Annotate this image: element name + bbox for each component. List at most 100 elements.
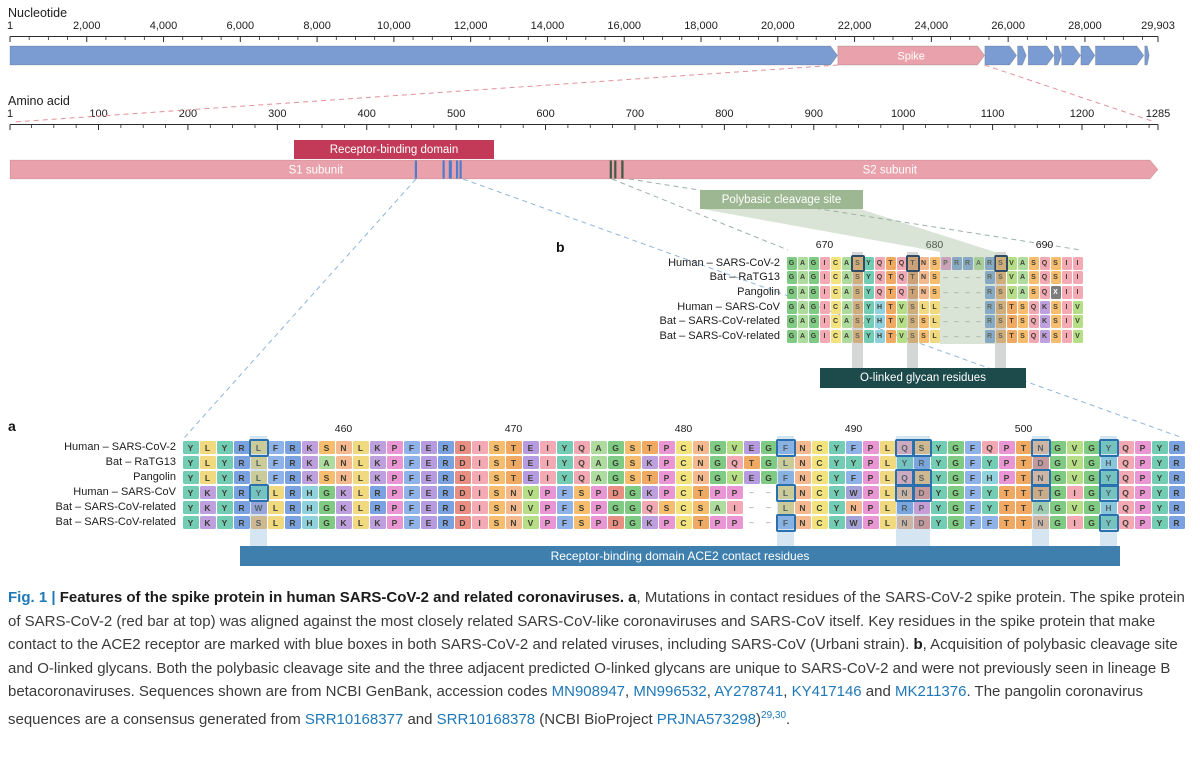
sequence-row-label: Bat – SARS-CoV-related [55, 501, 176, 513]
residue-cell: R [896, 500, 913, 515]
accession-link[interactable]: SRR10168377 [304, 710, 404, 728]
residue-cell: G [786, 329, 797, 343]
residue-cell: N [335, 440, 352, 455]
gap-cell: – [954, 302, 959, 312]
residue-cell: Q [874, 256, 885, 270]
residue-cell: E [420, 485, 437, 500]
residue-cell: F [267, 440, 284, 455]
residue-cell: H [301, 500, 318, 515]
residue-cell: V [522, 515, 539, 530]
residue-cell: P [658, 470, 675, 485]
residue-cell: Y [1151, 440, 1168, 455]
residue-cell: Q [573, 455, 590, 470]
position-tick-label: 500 [1014, 423, 1033, 435]
residue-cell: R [233, 485, 250, 500]
caption-text: (NCBI BioProject [535, 710, 657, 728]
residue-cell: Y [182, 485, 199, 500]
residue-cell: S [488, 515, 505, 530]
caption-text: b [913, 636, 923, 653]
sequence-row-label: Pangolin [737, 286, 780, 298]
residue-cell: Y [216, 470, 233, 485]
residue-cell: T [692, 515, 709, 530]
residue-cell: P [862, 515, 879, 530]
accession-link[interactable]: MK211376 [895, 683, 967, 700]
residue-cell: L [199, 470, 216, 485]
residue-cell: A [1032, 500, 1049, 515]
gap-cell: – [766, 488, 771, 497]
accession-link[interactable]: KY417146 [791, 683, 862, 700]
residue-cell: S [852, 271, 863, 285]
residue-cell: A [797, 256, 808, 270]
residue-cell: K [301, 455, 318, 470]
gap-cell: – [749, 518, 754, 527]
residue-cell: F [267, 455, 284, 470]
gap-cell: – [943, 273, 948, 283]
residue-cell: I [1072, 271, 1083, 285]
residue-cell: G [318, 500, 335, 515]
residue-cell: D [454, 515, 471, 530]
accession-link[interactable]: SRR10168378 [436, 710, 536, 728]
residue-cell: Y [182, 470, 199, 485]
residue-cell: C [830, 285, 841, 300]
residue-cell: C [675, 440, 692, 455]
residue-cell: C [675, 455, 692, 470]
residue-cell: S [995, 256, 1006, 270]
reference-superscript-link[interactable]: 29,30 [761, 709, 787, 721]
residue-cell: R [233, 500, 250, 515]
residue-cell: V [1072, 315, 1083, 329]
residue-cell: F [777, 515, 794, 530]
residue-cell: C [830, 300, 841, 314]
residue-cell: Q [1117, 440, 1134, 455]
residue-cell: A [590, 455, 607, 470]
residue-cell: H [301, 515, 318, 530]
o-linked-glycan-residues-bar: O-linked glycan residues [820, 368, 1026, 388]
residue-cell: N [918, 285, 929, 300]
residue-cell: G [709, 455, 726, 470]
residue-cell: G [1049, 500, 1066, 515]
residue-cell: Q [573, 470, 590, 485]
residue-cell: S [852, 285, 863, 300]
residue-cell: R [984, 329, 995, 343]
residue-cell: R [1168, 470, 1185, 485]
residue-cell: S [250, 515, 267, 530]
residue-cell: T [1006, 329, 1017, 343]
residue-cell: T [692, 485, 709, 500]
receptor-binding-domain-label: Receptor-binding domain [294, 140, 494, 159]
residue-cell: T [1015, 485, 1032, 500]
residue-cell: L [879, 470, 896, 485]
residue-cell: Q [896, 256, 907, 270]
residue-cell: I [1061, 300, 1072, 314]
residue-cell: T [885, 271, 896, 285]
residue-cell: Y [863, 285, 874, 300]
residue-cell: T [885, 285, 896, 300]
residue-cell: K [199, 500, 216, 515]
residue-cell: G [947, 470, 964, 485]
residue-cell: S [573, 500, 590, 515]
residue-cell: F [964, 500, 981, 515]
residue-cell: G [786, 315, 797, 329]
residue-cell: D [454, 470, 471, 485]
residue-cell: S [918, 329, 929, 343]
accession-link[interactable]: MN908947 [551, 683, 626, 700]
residue-cell: V [1066, 500, 1083, 515]
residue-cell: S [624, 470, 641, 485]
residue-cell: E [420, 440, 437, 455]
accession-link[interactable]: PRJNA573298 [656, 710, 757, 728]
residue-cell: N [1032, 515, 1049, 530]
residue-cell: T [505, 455, 522, 470]
accession-link[interactable]: AY278741 [714, 683, 784, 700]
residue-cell: V [896, 315, 907, 329]
residue-cell: L [250, 440, 267, 455]
caption-text: , Acquisition of polybasic cleavage site… [8, 636, 1178, 700]
accession-link[interactable]: MN996532 [633, 683, 707, 700]
residue-cell: N [794, 440, 811, 455]
residue-cell: C [811, 470, 828, 485]
residue-cell: Y [216, 485, 233, 500]
residue-cell: Y [828, 515, 845, 530]
caption-text: , [783, 683, 792, 700]
residue-cell: C [811, 485, 828, 500]
residue-cell: T [641, 440, 658, 455]
gap-cell: – [954, 287, 959, 297]
residue-cell: L [929, 300, 940, 314]
